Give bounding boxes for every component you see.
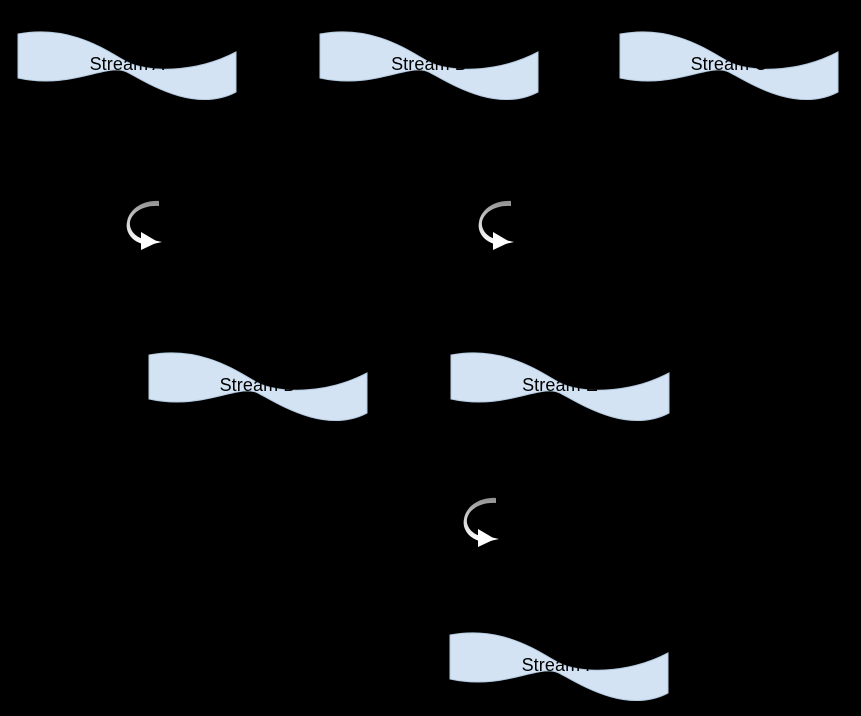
rotate-arrow-icon: [126, 200, 162, 250]
stream-node-b[interactable]: Stream B: [319, 30, 539, 101]
wave-banner-shape: [319, 31, 539, 101]
stream-node-c[interactable]: Stream C: [619, 30, 839, 101]
wave-banner-shape: [17, 31, 237, 101]
wave-banner-shape: [148, 352, 368, 422]
rotate-arrow-icon: [478, 200, 514, 250]
rotate-arrow-icon: [463, 497, 499, 547]
rotate-arrow-icon-3[interactable]: [463, 495, 509, 549]
stream-node-a[interactable]: Stream A: [17, 30, 237, 101]
stream-node-d[interactable]: Stream D: [148, 351, 368, 422]
rotate-arrow-icon-1[interactable]: [126, 198, 172, 252]
wave-banner-shape: [619, 31, 839, 101]
rotate-arrow-icon-2[interactable]: [478, 198, 524, 252]
wave-banner-shape: [449, 632, 669, 702]
stream-node-e[interactable]: Stream E: [450, 351, 670, 422]
wave-banner-shape: [450, 352, 670, 422]
stream-node-f[interactable]: Stream F: [449, 631, 669, 702]
